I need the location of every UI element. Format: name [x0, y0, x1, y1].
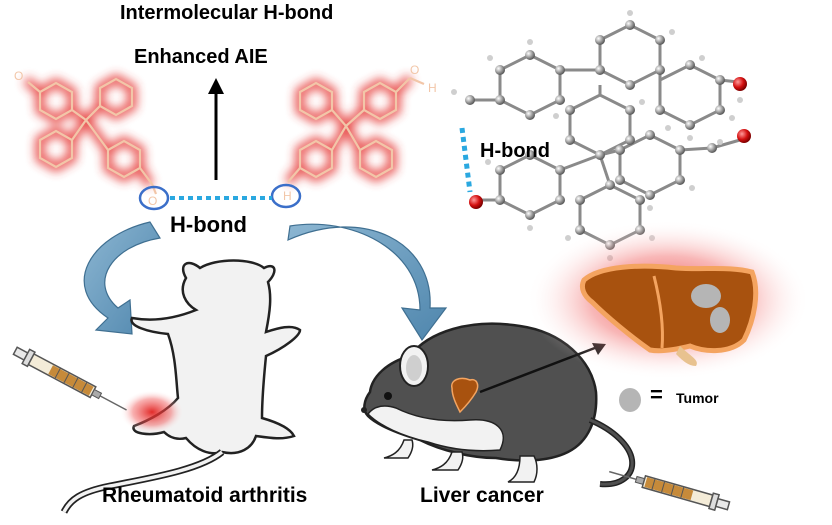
curved-arrow-right [287, 223, 448, 342]
mouse-liver [451, 377, 479, 414]
tumor-mass [710, 307, 730, 333]
mouse-top-view [60, 259, 302, 514]
legend-tumor-label: Tumor [676, 390, 719, 406]
atom-label: O [410, 63, 419, 77]
atom-label: O [148, 194, 157, 208]
hbond-site-circle [138, 185, 170, 211]
legend-equals: = [650, 382, 663, 407]
label-hbond-crystal: H-bond [480, 140, 550, 162]
curved-arrow-left [83, 221, 161, 335]
up-arrow [208, 78, 224, 180]
liver-enlarged [526, 220, 810, 380]
caption-liver-cancer: Liver cancer [420, 484, 544, 507]
oxygen-atom [737, 129, 751, 143]
caption-rheumatoid-arthritis: Rheumatoid arthritis [102, 484, 308, 507]
tumor-mass [691, 284, 721, 308]
atom-label: H [283, 189, 292, 203]
syringe-left [12, 346, 127, 411]
atom-label: H [428, 81, 437, 95]
crystal-hbond-line [459, 127, 473, 193]
inflammation-spot [120, 390, 184, 434]
title-intermolecular-hbond: Intermolecular H-bond [120, 2, 334, 24]
tumor-legend-swatch [619, 388, 641, 412]
oxygen-atom [469, 195, 483, 209]
atom-label: O [14, 69, 23, 83]
title-enhanced-aie: Enhanced AIE [134, 46, 268, 68]
label-hbond-center: H-bond [170, 212, 247, 237]
molecule-right: O H H [270, 63, 437, 209]
syringe-right [609, 470, 731, 512]
molecule-left: O O [14, 69, 170, 211]
oxygen-atom [733, 77, 747, 91]
